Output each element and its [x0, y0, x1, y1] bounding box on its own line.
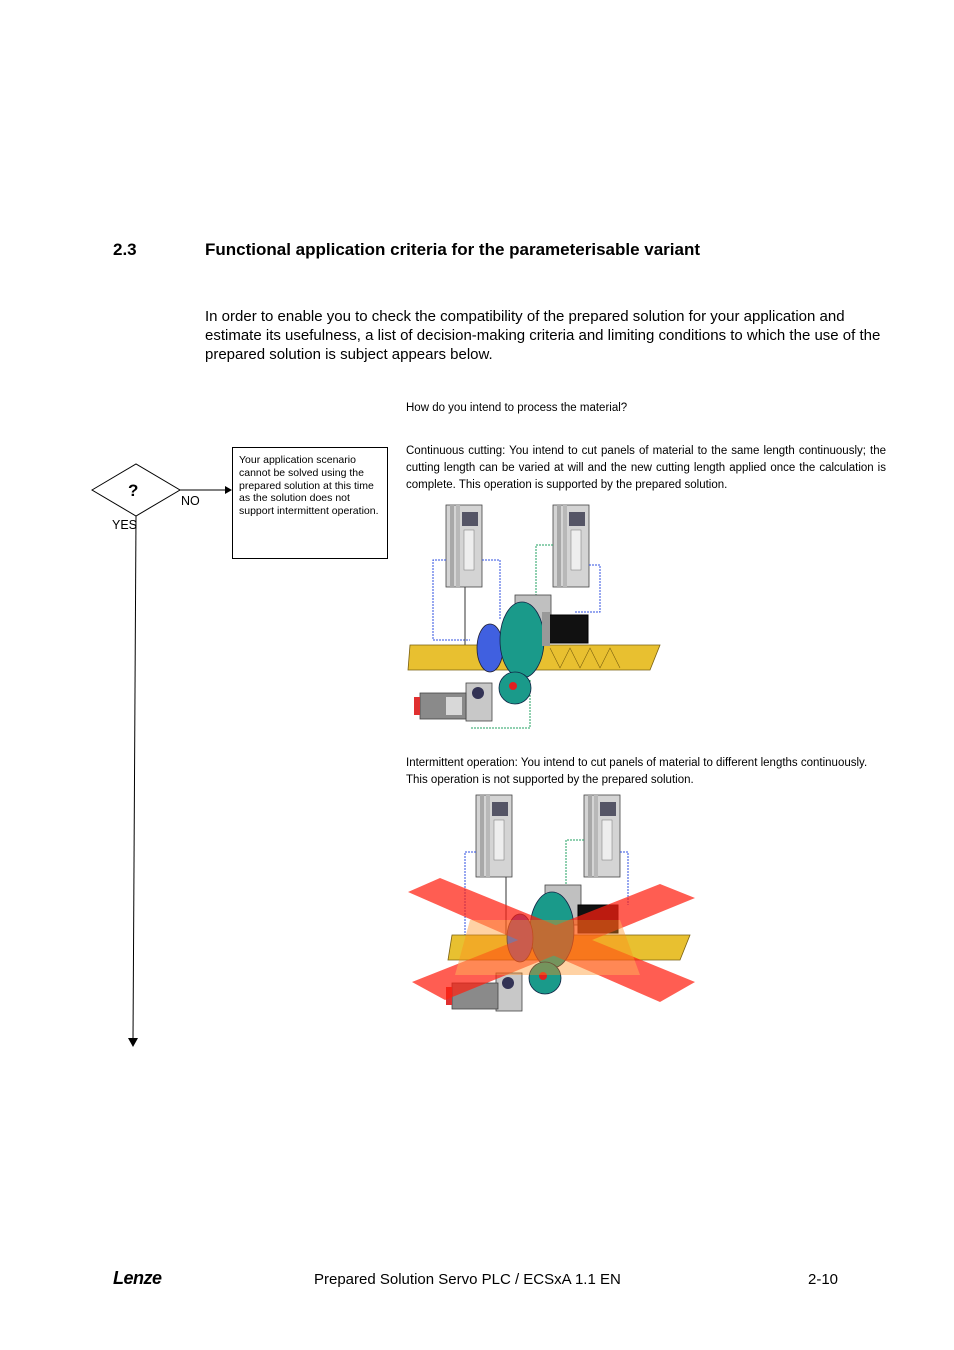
yes-label: YES [112, 518, 138, 532]
no-arrow-head [225, 486, 232, 494]
footer-page-number: 2-10 [808, 1271, 839, 1288]
gear-motor [414, 682, 493, 722]
unsupported-note-box: Your application scenario cannot be solv… [232, 447, 388, 559]
section-title: Functional application criteria for the … [205, 240, 701, 259]
intro-paragraph: In order to enable you to check the comp… [205, 308, 881, 363]
drive-unit-right [552, 504, 590, 588]
yes-flow-line [132, 515, 137, 1041]
intermittent-operation-illustration [408, 794, 695, 1012]
decision-question-mark: ? [128, 481, 139, 500]
drive-unit-left [445, 504, 483, 588]
section-number: 2.3 [113, 240, 137, 259]
no-label: NO [181, 494, 200, 508]
footer-document-title: Prepared Solution Servo PLC / ECSxA 1.1 … [314, 1271, 621, 1288]
not-supported-cross [408, 878, 695, 1002]
brand-logo: Lenze [113, 1268, 162, 1288]
drive-unit-left-2 [475, 794, 513, 878]
continuous-cutting-text: Continuous cutting: You intend to cut pa… [406, 445, 886, 491]
process-question: How do you intend to process the materia… [406, 402, 628, 414]
blue-roller [476, 623, 504, 673]
intermittent-operation-text: Intermittent operation: You intend to cu… [406, 757, 868, 786]
knife-drum [498, 594, 552, 705]
continuous-cutting-illustration [407, 504, 661, 729]
servo-motor-black [542, 612, 589, 646]
drive-unit-right-2 [583, 794, 621, 878]
yes-arrow-head [128, 1038, 138, 1047]
